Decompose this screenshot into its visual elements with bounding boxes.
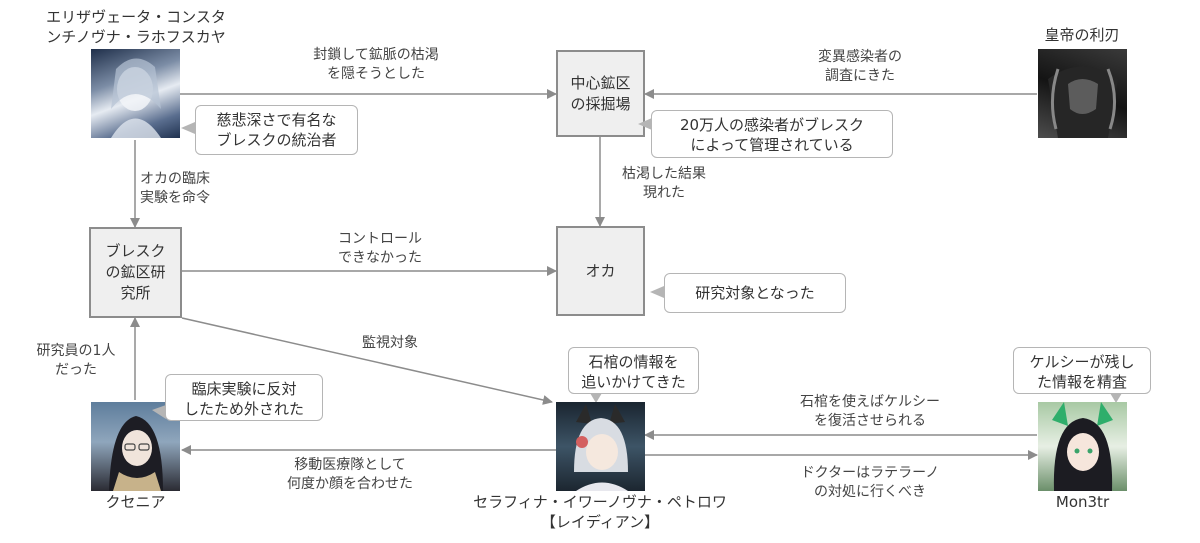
- edge-label-blade-to-mine: 変異感染者の 調査にきた: [818, 49, 902, 84]
- serafina-note-callout: 石棺の情報を 追いかけてきた: [568, 347, 699, 394]
- callout-tail: [181, 122, 195, 134]
- callout-tail: [1110, 393, 1122, 403]
- mine-site-note-callout: 20万人の感染者がブレスク によって管理されている: [651, 110, 893, 158]
- edge-label-serafina-to-xenia: 移動医療隊として 何度か顔を合わせた: [287, 457, 413, 492]
- emperor-blade-portrait: [1038, 49, 1127, 138]
- edge-label-lab-to-serafina: 監視対象: [362, 335, 418, 351]
- emperor-blade-name: 皇帝の利刃: [1044, 26, 1120, 44]
- edge-label-eliz-to-lab: オカの臨床 実験を命令: [140, 171, 210, 206]
- edge-label-lab-to-oka: コントロール できなかった: [338, 231, 422, 266]
- oka-note-callout: 研究対象となった: [664, 273, 846, 313]
- edge-label-xenia-to-lab: 研究員の1人 だった: [36, 343, 116, 378]
- xenia-name: クセニア: [105, 493, 166, 511]
- emperor-blade-figure-icon: [1048, 66, 1118, 138]
- xenia-figure-icon: [109, 416, 163, 491]
- callout-tail: [590, 393, 602, 403]
- mine-site-box: 中心鉱区 の採掘場: [556, 50, 645, 137]
- research-lab-box: ブレスク の鉱区研 究所: [89, 227, 182, 318]
- elizaveta-portrait: [91, 49, 180, 138]
- elizaveta-name: エリザヴェータ・コンスタ ンチノヴナ・ラホフスカヤ: [46, 8, 226, 46]
- callout-tail: [650, 286, 664, 298]
- xenia-note-callout: 臨床実験に反対 したため外された: [165, 374, 323, 421]
- arrow-lab-to-serafina: [181, 317, 553, 405]
- mon3tr-note-callout: ケルシーが残し た情報を精査: [1013, 347, 1151, 394]
- serafina-figure-icon: [574, 404, 628, 491]
- elizaveta-figure-icon: [111, 58, 161, 138]
- serafina-portrait: [556, 402, 645, 491]
- edge-label-serafina-to-mon3tr: ドクターはラテラーノ の対処に行くべき: [800, 465, 940, 500]
- callout-tail: [638, 118, 652, 130]
- mon3tr-name: Mon3tr: [1055, 493, 1110, 511]
- edge-label-eliz-to-mine: 封鎖して鉱脈の枯渇 を隠そうとした: [313, 47, 439, 82]
- mon3tr-portrait: [1038, 402, 1127, 491]
- elizaveta-note-callout: 慈悲深さで有名な ブレスクの統治者: [195, 105, 358, 155]
- mon3tr-figure-icon: [1052, 402, 1113, 491]
- oka-box: オカ: [556, 226, 645, 316]
- serafina-name: セラフィナ・イワーノヴナ・ペトロワ 【レイディアン】: [473, 493, 727, 531]
- edge-label-mon3tr-to-serafina: 石棺を使えばケルシー を復活させられる: [800, 394, 940, 429]
- edge-label-mine-to-oka: 枯渇した結果 現れた: [622, 166, 706, 201]
- callout-tail: [152, 405, 166, 419]
